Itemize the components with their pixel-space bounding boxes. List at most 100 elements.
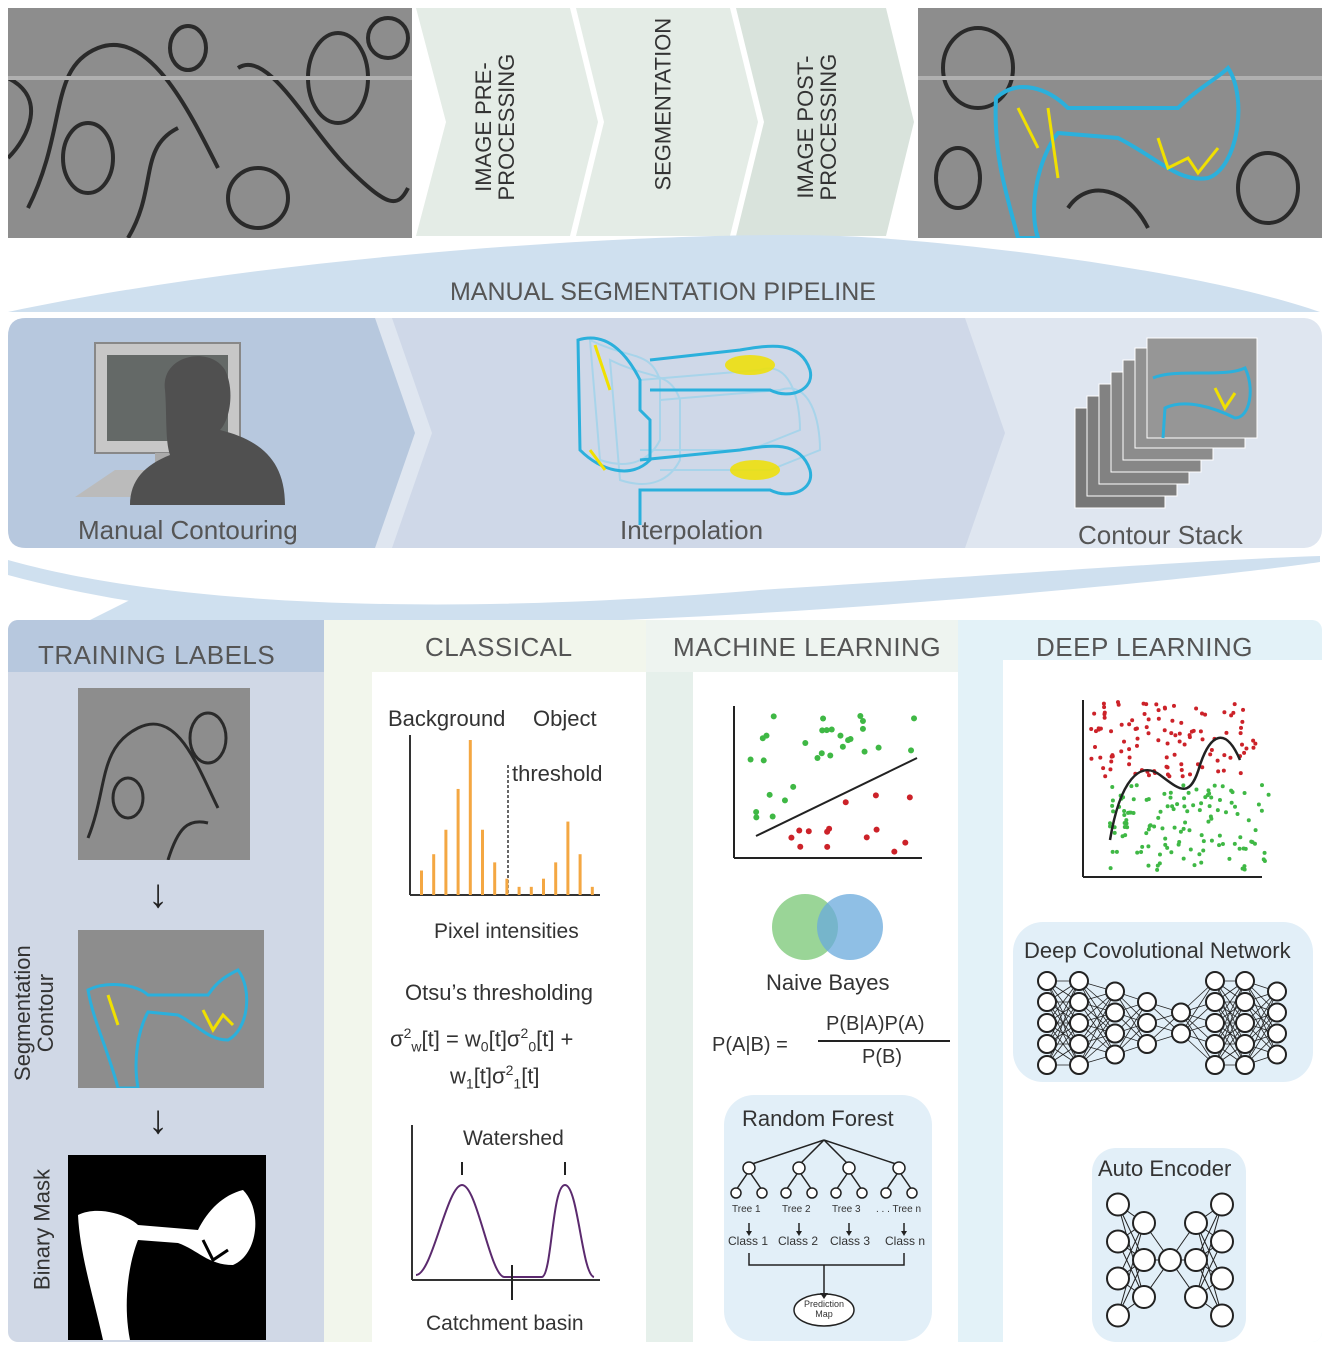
red-point — [842, 799, 849, 806]
green-point — [1146, 844, 1151, 849]
green-point — [781, 797, 788, 804]
red-point — [1119, 749, 1124, 754]
network-node — [1235, 992, 1255, 1012]
green-point — [827, 752, 834, 759]
network-node — [1105, 1023, 1125, 1044]
red-point — [1102, 705, 1107, 710]
naive-bayes-label: Naive Bayes — [766, 970, 890, 995]
green-point — [1233, 804, 1238, 809]
green-point — [1223, 810, 1228, 815]
red-point — [1108, 767, 1113, 772]
red-point — [1169, 731, 1174, 736]
green-point — [1160, 826, 1165, 831]
green-point — [859, 718, 866, 725]
red-point — [1134, 726, 1139, 731]
red-point — [1177, 731, 1182, 736]
yellow-contours — [1016, 107, 1220, 179]
cnn-label: Deep Covolutional Network — [1024, 938, 1291, 963]
green-point — [1241, 846, 1246, 851]
network-node — [1037, 1034, 1057, 1054]
green-point — [1217, 798, 1222, 803]
green-point — [1155, 867, 1160, 872]
network-node — [1235, 1013, 1255, 1033]
hist-bar — [529, 886, 533, 895]
network-node — [1137, 1013, 1157, 1033]
green-point — [1135, 850, 1140, 855]
network-node — [1069, 1055, 1089, 1075]
bayes-fraction-bar — [818, 1040, 950, 1042]
class-1-label: Class 1 — [728, 1234, 769, 1248]
training-contour-texture — [78, 930, 264, 1088]
network-node — [1205, 1013, 1225, 1033]
network-edge — [1117, 1222, 1145, 1316]
red-point — [1146, 731, 1151, 736]
red-point — [1154, 702, 1159, 707]
hist-bar — [554, 862, 558, 895]
red-point — [1144, 702, 1149, 707]
hist-bar — [444, 829, 448, 895]
watershed-curve — [415, 1183, 595, 1278]
green-point — [1157, 861, 1162, 866]
network-node — [1267, 1044, 1287, 1065]
network-edge — [1078, 1012, 1116, 1066]
hist-bar — [493, 862, 497, 895]
green-point — [1129, 784, 1134, 789]
green-point — [1242, 790, 1247, 795]
green-point — [839, 743, 846, 750]
network-node — [1106, 1303, 1130, 1328]
network-node — [1105, 1044, 1125, 1065]
green-point — [1146, 827, 1151, 832]
red-point — [1177, 739, 1182, 744]
red-point — [1164, 764, 1169, 769]
green-point — [1197, 808, 1202, 813]
red-point — [797, 843, 804, 850]
tree-1-label: Tree 1 — [732, 1204, 761, 1215]
pixel-intensities-label: Pixel intensities — [434, 920, 579, 943]
network-node — [1105, 981, 1125, 1002]
red-point — [1208, 752, 1213, 757]
green-point — [823, 727, 830, 734]
pipeline-arrows — [8, 8, 1320, 312]
green-point — [1108, 866, 1113, 871]
funnel-to-training — [90, 600, 310, 620]
training-em-image — [78, 688, 250, 860]
classical-panel — [372, 672, 646, 1342]
threshold-label: threshold — [512, 761, 603, 786]
green-point — [1147, 824, 1152, 829]
green-point — [1110, 784, 1115, 789]
network-node — [1267, 981, 1287, 1002]
green-point — [1212, 783, 1217, 788]
network-node — [1132, 1248, 1156, 1272]
red-point — [1172, 752, 1177, 757]
green-point — [1217, 833, 1222, 838]
ml-header-bg — [646, 620, 958, 672]
network-node — [1184, 1211, 1208, 1235]
network-node — [1235, 1034, 1255, 1054]
em-texture — [8, 8, 412, 238]
red-point — [1251, 738, 1256, 743]
green-point — [1262, 850, 1267, 855]
bayes-denominator: P(B) — [862, 1046, 902, 1068]
red-point — [1253, 741, 1258, 746]
otsu-formula-line2: w1[t]σ21[t] — [450, 1062, 540, 1092]
class-n-label: Class n — [885, 1234, 926, 1248]
network-node — [1205, 1034, 1225, 1054]
red-point — [796, 827, 803, 834]
red-point — [1127, 755, 1132, 760]
network-node — [1171, 1002, 1191, 1023]
network-node — [1171, 1023, 1191, 1044]
network-node — [1267, 1023, 1287, 1044]
red-point — [824, 843, 831, 850]
network-node — [1210, 1192, 1234, 1217]
green-point — [1181, 783, 1186, 788]
hist-bar — [590, 886, 594, 895]
red-point — [1188, 772, 1193, 777]
green-point — [1120, 834, 1125, 839]
hist-bar — [505, 878, 509, 895]
green-point — [1146, 797, 1151, 802]
red-point — [1215, 758, 1220, 763]
bayes-lhs: P(A|B) = — [712, 1034, 788, 1056]
network-node — [1106, 1192, 1130, 1217]
network-edge — [1214, 1001, 1246, 1066]
green-point — [1172, 825, 1177, 830]
